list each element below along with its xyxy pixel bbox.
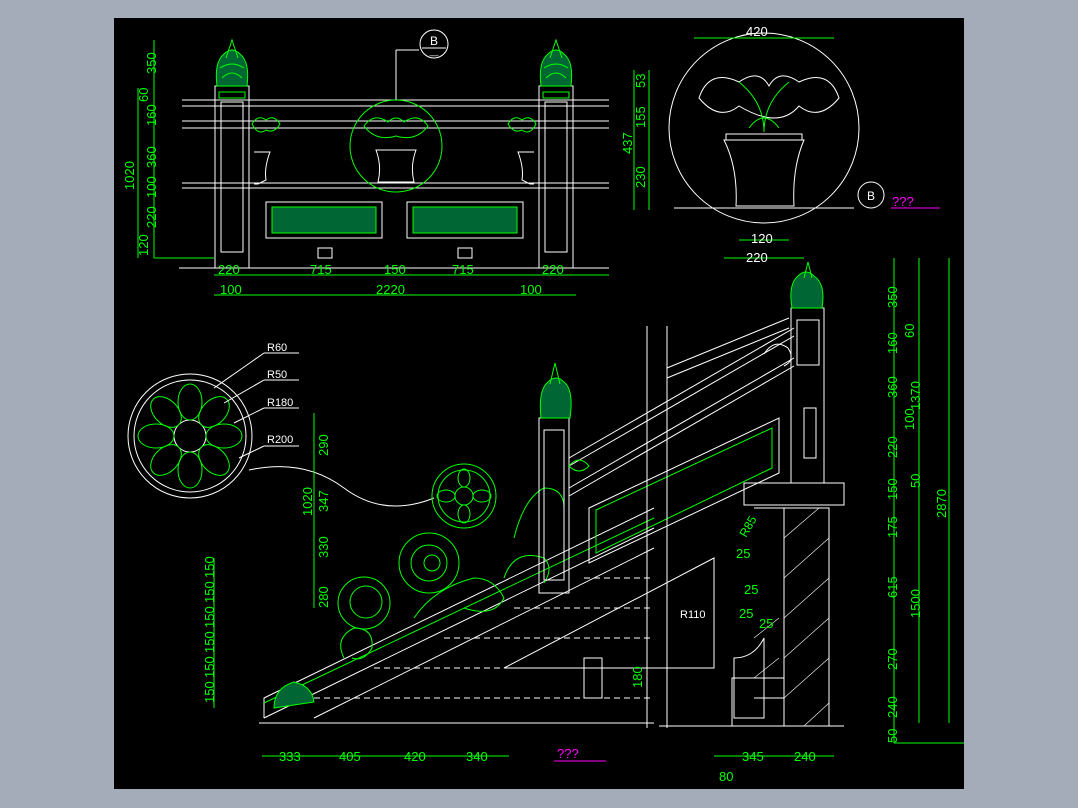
elev-dim-160: 160 (144, 104, 159, 126)
elev-total-100a: 100 (220, 282, 242, 297)
side-gap-25-2: 25 (744, 582, 758, 597)
elev-bottom-220b: 220 (542, 262, 564, 277)
side-bottom-340: 340 (466, 749, 488, 764)
side-dim-290: 290 (316, 434, 331, 456)
section-bottom-240: 240 (794, 749, 816, 764)
side-r110: R110 (680, 609, 705, 621)
detail-b-label: B (867, 189, 875, 203)
detail-b-caption: ??? (892, 194, 914, 209)
elev-dim-360: 360 (144, 146, 159, 168)
section-dim-360: 360 (885, 376, 900, 398)
elev-total-2220: 2220 (376, 282, 405, 297)
side-step-150-6: 150 (202, 681, 217, 703)
side-dim-330: 330 (316, 536, 331, 558)
section-dim-50: 50 (885, 729, 900, 743)
rosette-r60: R60 (267, 342, 287, 354)
stair-side-elevation (259, 261, 845, 728)
rosette-detail (127, 352, 435, 507)
side-caption: ??? (557, 746, 579, 761)
elev-bottom-715a: 715 (310, 262, 332, 277)
side-gap-25-4: 25 (759, 616, 773, 631)
elev-dim-155: 155 (633, 106, 648, 128)
section-bottom-80: 80 (719, 769, 733, 784)
section-dim-270: 270 (885, 648, 900, 670)
elev-dim-437: 437 (620, 132, 635, 154)
section-dim-220: 220 (885, 436, 900, 458)
side-r85: R85 (736, 513, 759, 539)
cad-drawing-canvas[interactable]: B — 350 60 160 360 100 220 120 1020 53 1… (114, 18, 964, 789)
elevation-dimension-lines (137, 40, 650, 296)
balustrade-elevation (179, 29, 609, 269)
side-gap-25-3: 25 (739, 606, 753, 621)
elev-dim-120: 120 (136, 234, 151, 256)
elev-dim-1020: 1020 (122, 161, 137, 190)
section-dim-50b: 50 (908, 474, 923, 488)
section-dim-100: 100 (902, 408, 917, 430)
side-step-150-5: 150 (202, 656, 217, 678)
side-dim-180: 180 (630, 666, 645, 688)
side-dim-347: 347 (316, 490, 331, 512)
section-dim-350: 350 (885, 286, 900, 308)
side-bottom-420: 420 (404, 749, 426, 764)
section-dim-60: 60 (902, 324, 917, 338)
side-step-150-2: 150 (202, 581, 217, 603)
elev-bottom-220a: 220 (218, 262, 240, 277)
elev-bottom-150: 150 (384, 262, 406, 277)
elev-total-100b: 100 (520, 282, 542, 297)
section-bottom-345: 345 (742, 749, 764, 764)
section-dim-160: 160 (885, 332, 900, 354)
section-dim-1370: 1370 (908, 381, 923, 410)
detail-b (668, 32, 940, 259)
side-dimension-lines (213, 258, 964, 762)
section-dim-1500: 1500 (908, 589, 923, 618)
rosette-r50: R50 (267, 369, 287, 381)
section-dim-2870: 2870 (934, 489, 949, 518)
elev-dim-350: 350 (144, 52, 159, 74)
detail-b-width-120: 120 (751, 231, 773, 246)
callout-b-sub: — (430, 50, 439, 60)
elev-dim-100: 100 (144, 176, 159, 198)
side-step-150-4: 150 (202, 631, 217, 653)
side-dim-1020: 1020 (300, 487, 315, 516)
elev-dim-220: 220 (144, 206, 159, 228)
elev-dim-53: 53 (633, 74, 648, 88)
side-bottom-333: 333 (279, 749, 301, 764)
side-dim-280: 280 (316, 586, 331, 608)
detail-b-width-420: 420 (746, 24, 768, 39)
elev-bottom-715b: 715 (452, 262, 474, 277)
rosette-r200: R200 (267, 434, 293, 446)
callout-b-label: B (430, 34, 438, 48)
section-dim-240: 240 (885, 696, 900, 718)
section-dim-175: 175 (885, 516, 900, 538)
detail-b-width-220: 220 (746, 250, 768, 265)
drawing-svg: B — 350 60 160 360 100 220 120 1020 53 1… (122, 24, 964, 784)
side-step-150-1: 150 (202, 556, 217, 578)
side-bottom-405: 405 (339, 749, 361, 764)
elev-dim-230: 230 (633, 166, 648, 188)
rosette-r180: R180 (267, 397, 293, 409)
side-step-150-3: 150 (202, 606, 217, 628)
section-dim-615: 615 (885, 576, 900, 598)
elev-dim-60: 60 (136, 88, 151, 102)
side-gap-25-1: 25 (736, 546, 750, 561)
section-dim-150: 150 (885, 478, 900, 500)
